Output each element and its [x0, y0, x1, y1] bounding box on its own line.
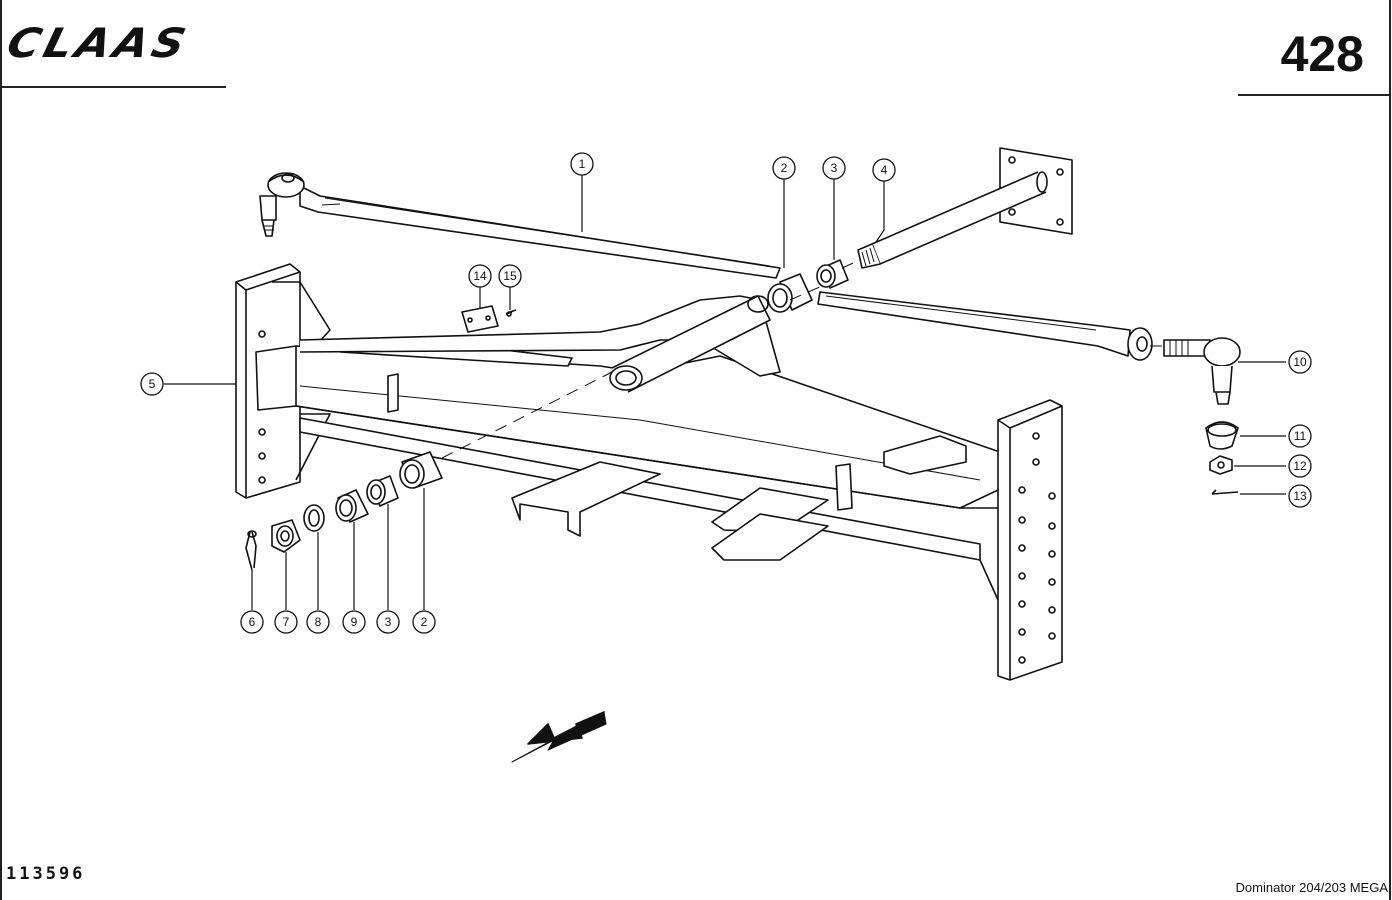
tie-rod-left [259, 172, 781, 279]
callout-label: 14 [473, 269, 487, 283]
right-small-parts [1205, 421, 1239, 495]
callout-c10: 10 [1288, 350, 1312, 374]
callout-c1: 1 [570, 152, 594, 176]
page-number-underline [1238, 94, 1390, 96]
model-label: Dominator 204/203 MEGA [1235, 880, 1388, 895]
callout-label: 11 [1294, 429, 1307, 443]
callout-c13: 13 [1288, 484, 1312, 508]
callout-c4: 4 [872, 158, 896, 182]
callout-circle [1288, 424, 1312, 448]
clamp-plate-and-pin [461, 305, 517, 333]
callout-circle [240, 610, 264, 634]
callout-circle [376, 610, 400, 634]
callout-label: 1 [579, 157, 586, 171]
callout-c15: 15 [498, 264, 522, 288]
callout-c14: 14 [468, 264, 492, 288]
lower-exploded-parts [245, 451, 443, 571]
callout-c3a: 3 [822, 156, 846, 180]
callout-c5: 5 [140, 372, 164, 396]
callout-circle [1288, 350, 1312, 374]
travel-direction-arrow [527, 711, 605, 745]
callout-circle [872, 158, 896, 182]
callout-circle [570, 152, 594, 176]
callout-circle [498, 264, 522, 288]
pin-shaft-with-plate [857, 147, 1073, 269]
callout-label: 9 [351, 615, 358, 629]
callout-c2b: 2 [412, 610, 436, 634]
callout-label: 8 [315, 615, 322, 629]
callout-c9: 9 [342, 610, 366, 634]
callout-label: 6 [249, 615, 256, 629]
callout-circle [342, 610, 366, 634]
axle-frame [235, 263, 1063, 681]
callout-circle [140, 372, 164, 396]
callout-label: 10 [1293, 355, 1307, 369]
callout-label: 3 [831, 161, 838, 175]
page-number: 428 [1280, 26, 1364, 82]
callout-c3b: 3 [376, 610, 400, 634]
callout-label: 13 [1293, 489, 1307, 503]
callout-label: 3 [385, 615, 392, 629]
callout-label: 5 [149, 377, 156, 391]
callout-c7: 7 [274, 610, 298, 634]
callout-circle [1288, 484, 1312, 508]
callout-c6: 6 [240, 610, 264, 634]
callout-circle [274, 610, 298, 634]
callout-circle [772, 156, 796, 180]
callout-circle [822, 156, 846, 180]
callout-circle [468, 264, 492, 288]
callout-circle [412, 610, 436, 634]
tie-rod-right [817, 291, 1241, 405]
assembly-center-lines [441, 259, 1164, 459]
callout-c12: 12 [1288, 454, 1312, 478]
callout-label: 15 [503, 269, 517, 283]
leader-lines [164, 174, 1286, 610]
callout-label: 2 [781, 161, 788, 175]
callout-c11: 11 [1288, 424, 1312, 448]
callout-label: 4 [881, 163, 888, 177]
callout-circle [306, 610, 330, 634]
callout-c8: 8 [306, 610, 330, 634]
right-border [1389, 0, 1391, 900]
left-border [0, 0, 2, 900]
callout-c2a: 2 [772, 156, 796, 180]
upper-bushings [767, 259, 849, 313]
callout-circle [1288, 454, 1312, 478]
callout-label: 2 [421, 615, 428, 629]
logo-underline [0, 86, 226, 88]
drawing-number: 113596 [6, 864, 86, 884]
callout-label: 7 [283, 615, 290, 629]
callout-label: 12 [1293, 459, 1307, 473]
